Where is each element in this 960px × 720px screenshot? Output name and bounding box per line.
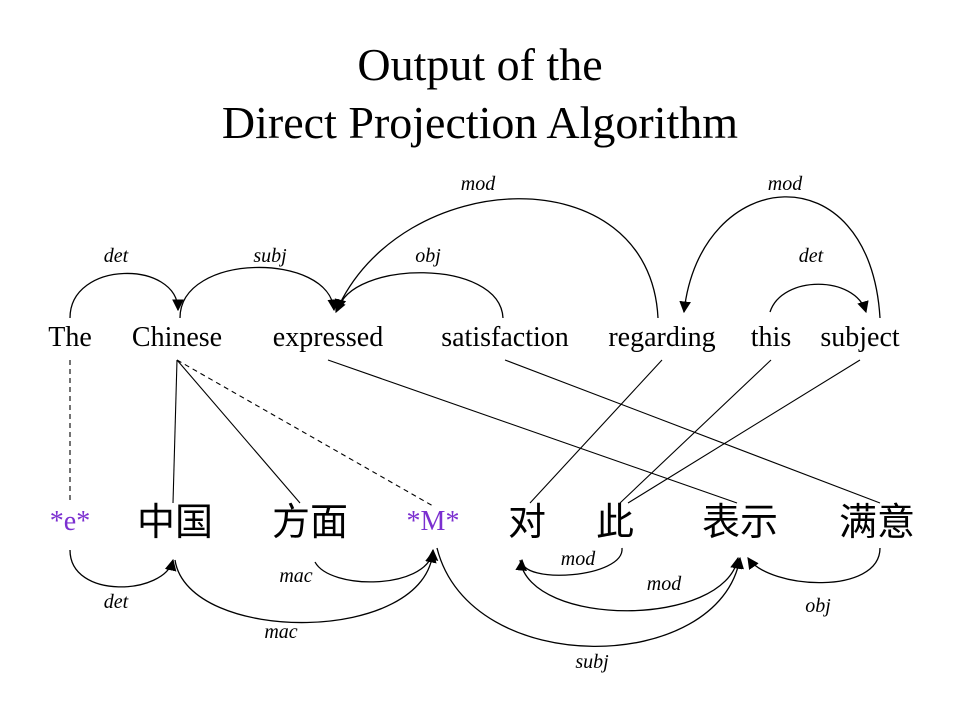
english-arc-mod-regarding-expressed: [334, 198, 659, 319]
chinese-arc-subj: [436, 547, 744, 647]
chinese-arc-mod-ci-dui: [515, 547, 623, 576]
alignment-subject-ci: [627, 359, 861, 504]
chinese-arc-label-subj: subj: [575, 651, 609, 673]
alignment-satisfaction-manyi: [504, 359, 881, 504]
chinese-empty-node-m: *M*: [407, 506, 460, 537]
english-arc-det-this-subject: [769, 283, 869, 314]
english-arc-label-obj: obj: [415, 245, 441, 267]
chinese-arc-label-mod-1: mod: [561, 548, 596, 570]
title-line-2: Direct Projection Algorithm: [221, 97, 739, 148]
english-arc-subj: [179, 266, 340, 319]
alignment-chinese-fangmian: [176, 359, 301, 504]
alignment-expressed-biaoshi: [327, 359, 738, 504]
english-arc-label-subj: subj: [253, 245, 287, 267]
chinese-word-zhongguo: 中国: [137, 500, 213, 544]
chinese-arc-label-obj: obj: [805, 595, 831, 617]
chinese-empty-node-e: *e*: [50, 506, 90, 537]
chinese-arc-label-mac-1: mac: [279, 565, 312, 587]
english-word-chinese: Chinese: [132, 322, 222, 353]
chinese-arc-label-mac-2: mac: [264, 621, 297, 643]
chinese-word-ci: 此: [596, 500, 634, 544]
chinese-arc-mac-zhongguo: [174, 548, 439, 624]
english-word-subject: subject: [820, 322, 900, 353]
chinese-arc-label-det: det: [104, 591, 129, 613]
english-word-the: The: [48, 322, 92, 353]
english-arc-label-det-2: det: [799, 245, 824, 267]
alignment-chinese-m: [176, 359, 434, 507]
alignment-regarding-dui: [529, 359, 663, 504]
english-arc-label-det: det: [104, 245, 129, 267]
chinese-arc-label-mod-2: mod: [647, 573, 682, 595]
chinese-arc-det: [69, 549, 177, 588]
chinese-word-dui: 对: [508, 500, 546, 544]
chinese-word-biaoshi: 表示: [702, 500, 778, 544]
alignment-chinese-zhongguo: [172, 359, 178, 504]
english-word-expressed: expressed: [273, 322, 383, 353]
english-word-regarding: regarding: [608, 322, 715, 353]
english-arc-label-mod-2: mod: [768, 173, 803, 195]
english-arc-mod-subject-regarding: [679, 196, 881, 319]
alignment-this-ci: [619, 359, 772, 504]
chinese-arc-mod-dui-biaoshi: [519, 556, 742, 612]
chinese-word-manyi: 满意: [839, 500, 915, 544]
title-line-1: Output of the: [357, 39, 603, 90]
english-arc-label-mod-1: mod: [461, 173, 496, 195]
english-arc-det: [69, 272, 184, 319]
english-word-this: this: [751, 322, 791, 353]
chinese-word-fangmian: 方面: [272, 500, 348, 544]
chinese-arc-mac-fangmian: [314, 550, 437, 583]
chinese-arc-obj: [747, 547, 881, 584]
english-word-satisfaction: satisfaction: [441, 322, 569, 353]
english-arc-obj: [334, 272, 504, 319]
